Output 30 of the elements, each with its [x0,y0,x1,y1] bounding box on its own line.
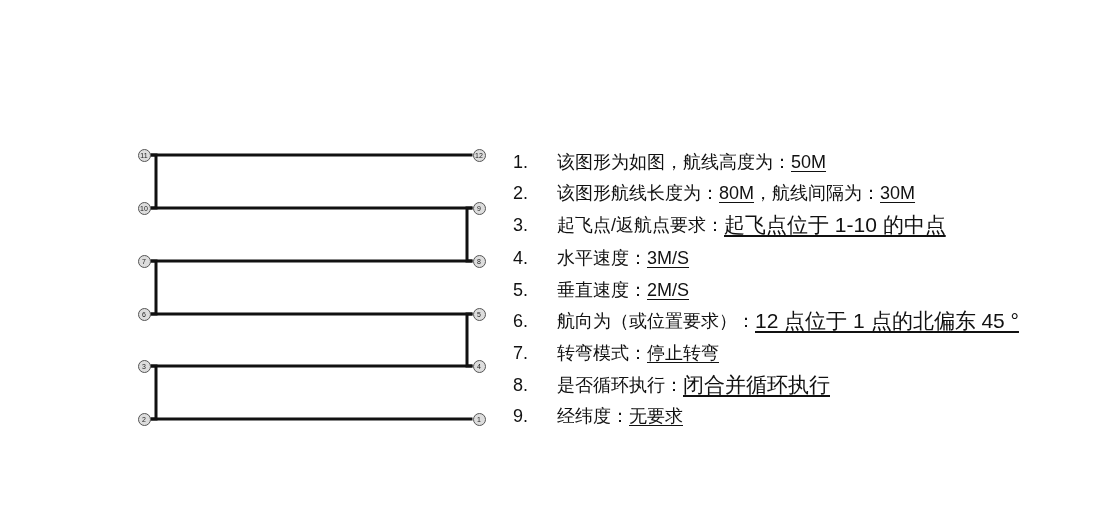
requirement-text: 该图形为如图，航线高度为： [557,151,791,174]
list-number: 2. [513,182,529,205]
requirement-value: 2M/S [647,279,689,302]
list-number: 8. [513,374,529,397]
list-number: 6. [513,310,529,333]
requirement-text: 垂直速度： [557,279,647,302]
requirement-text: 水平速度： [557,247,647,270]
list-number: 4. [513,247,529,270]
requirement-value: 12 点位于 1 点的北偏东 45 ° [755,309,1019,333]
requirement-text: 经纬度： [557,405,629,428]
list-number: 7. [513,342,529,365]
requirement-value: 30M [880,182,916,205]
requirement-text: 航向为（或位置要求）： [557,310,755,333]
requirement-value: 80M [719,182,754,205]
requirement-text: ，航线间隔为： [754,182,880,205]
requirement-text: 是否循环执行： [557,374,683,397]
requirement-text: 该图形航线长度为： [557,182,719,205]
requirement-value: 闭合并循环执行 [683,373,830,397]
requirement-text: 转弯模式： [557,342,647,365]
requirement-value: 无要求 [629,405,683,428]
requirement-value: 3M/S [647,247,689,270]
requirement-value: 停止转弯 [647,342,719,365]
requirement-value: 50M [791,151,826,174]
list-number: 3. [513,214,529,237]
requirement-value: 起飞点位于 1-10 的中点 [724,213,946,237]
list-number: 1. [513,151,529,174]
list-number: 5. [513,279,529,302]
path-line [150,153,473,157]
requirement-text: 起飞点/返航点要求： [557,214,724,237]
list-number: 9. [513,405,529,428]
